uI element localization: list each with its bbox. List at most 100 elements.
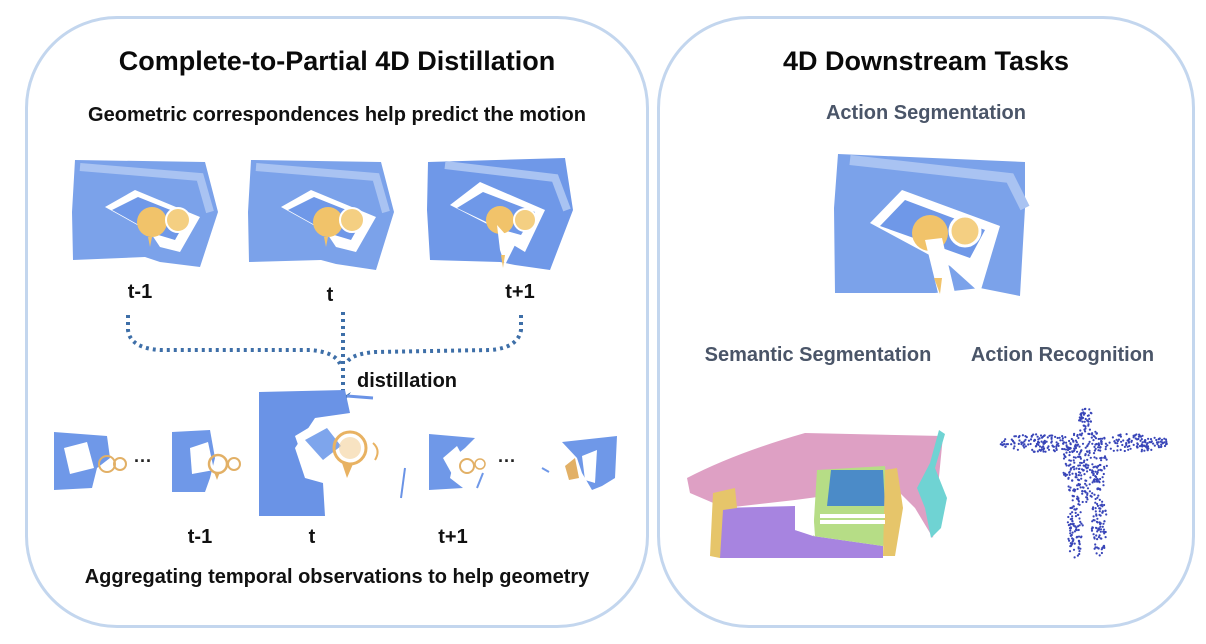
point-cloud-frame-t (248, 160, 394, 270)
body-point (1066, 448, 1070, 452)
body-point (1068, 539, 1071, 542)
body-point (1064, 472, 1067, 475)
body-point (1021, 434, 1024, 437)
body-point (1084, 430, 1087, 433)
seg-right-chair (883, 468, 903, 556)
body-point (1024, 445, 1027, 448)
body-point (1080, 461, 1083, 465)
body-point (1132, 436, 1135, 439)
body-point (1077, 436, 1080, 440)
body-point (1101, 476, 1104, 479)
body-point (1039, 449, 1042, 452)
body-point (1096, 502, 1099, 506)
body-point (1116, 449, 1119, 452)
body-point (1070, 437, 1073, 441)
body-point (1098, 534, 1101, 537)
body-point (1088, 451, 1091, 454)
body-point (1116, 442, 1119, 445)
body-point (1016, 448, 1019, 451)
body-point (1132, 443, 1135, 446)
body-point (1087, 442, 1090, 445)
body-point (1072, 456, 1075, 459)
body-point (1033, 439, 1036, 442)
body-point (1013, 445, 1016, 448)
body-point (1080, 522, 1083, 525)
body-point (1160, 443, 1163, 446)
body-point (1071, 537, 1074, 540)
body-point (1086, 458, 1089, 461)
body-point (1099, 437, 1102, 440)
body-point (1088, 440, 1091, 443)
body-point (1100, 469, 1103, 472)
body-point (1059, 439, 1062, 442)
body-point (1091, 507, 1094, 510)
body-point (1076, 487, 1079, 491)
body-point (1068, 489, 1071, 492)
body-point (1097, 464, 1100, 468)
body-point (1080, 412, 1083, 415)
body-point (1056, 436, 1059, 440)
body-point (1086, 450, 1089, 453)
body-point (1065, 451, 1068, 454)
body-point (1125, 443, 1128, 447)
body-point (1052, 445, 1055, 448)
body-point (1095, 432, 1098, 435)
body-point (1061, 437, 1064, 440)
seg-left-wall (710, 488, 737, 558)
body-point (1029, 438, 1033, 441)
body-point (1119, 435, 1122, 438)
body-point (1090, 529, 1094, 532)
body-point (1098, 507, 1101, 510)
body-point (1094, 430, 1097, 433)
body-point (1087, 464, 1090, 467)
body-point (1040, 446, 1043, 449)
body-point (1055, 441, 1058, 444)
action-recognition-image (999, 407, 1168, 559)
top-frame-label: t-1 (127, 281, 153, 303)
body-point (1079, 429, 1082, 432)
body-point (1092, 452, 1096, 455)
body-point (1074, 508, 1077, 511)
body-point (1084, 446, 1087, 449)
body-point (1020, 443, 1023, 446)
body-point (1071, 499, 1074, 502)
body-point (1087, 432, 1090, 435)
body-point (1093, 456, 1096, 459)
body-point (1100, 456, 1103, 459)
body-point (1061, 447, 1064, 451)
body-point (1077, 540, 1081, 543)
body-point (1108, 441, 1111, 444)
body-point (1084, 417, 1087, 421)
body-point (1078, 550, 1081, 553)
body-point (1038, 445, 1042, 448)
body-point (1092, 439, 1095, 442)
body-point (1163, 437, 1166, 440)
body-point (1014, 435, 1017, 438)
body-point (1098, 443, 1101, 447)
partial-point-cloud-image (541, 436, 617, 490)
body-point (1037, 440, 1040, 443)
body-point (1123, 445, 1126, 448)
body-point (1127, 440, 1130, 443)
body-point (1036, 450, 1039, 453)
body-point (1001, 441, 1004, 444)
ellipsis: ... (498, 446, 517, 466)
body-point (1088, 483, 1091, 486)
body-point (1046, 446, 1049, 449)
body-point (1077, 528, 1080, 532)
seg-floor (720, 506, 883, 558)
body-point (1100, 551, 1103, 555)
body-point (1072, 439, 1075, 442)
body-point (1071, 531, 1074, 534)
body-point (1132, 434, 1135, 437)
top-caption: Geometric correspondences help predict t… (88, 104, 586, 126)
body-point (1081, 416, 1085, 419)
body-point (1029, 442, 1032, 446)
body-point (1140, 438, 1143, 441)
body-point (1085, 500, 1088, 503)
body-point (1077, 497, 1080, 500)
body-point (1161, 441, 1164, 444)
body-point (1081, 432, 1084, 435)
body-point (1086, 419, 1089, 422)
body-point (1078, 433, 1082, 436)
